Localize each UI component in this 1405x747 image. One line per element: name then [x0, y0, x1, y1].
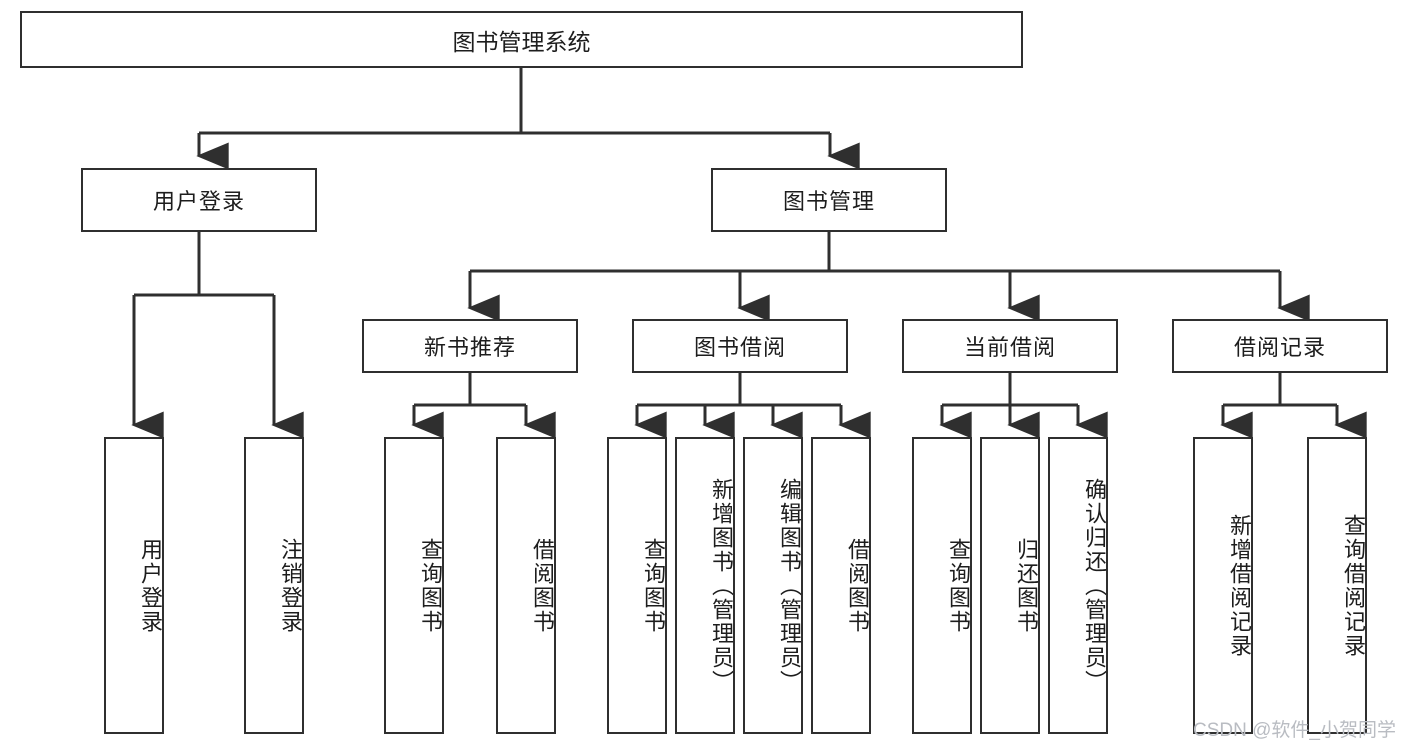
- node-user-login[interactable]: 用户登录: [81, 168, 317, 232]
- leaf-borrow-edit-book-admin[interactable]: 编辑图书（管理员）: [743, 437, 803, 734]
- node-label: 归还图书: [1014, 537, 1039, 634]
- node-label: 确认归还（管理员）: [1082, 477, 1107, 694]
- node-label: 新书推荐: [423, 335, 516, 360]
- leaf-record-query-record[interactable]: 查询借阅记录: [1307, 437, 1367, 734]
- node-label: 查询借阅记录: [1341, 513, 1366, 658]
- leaf-record-add-record[interactable]: 新增借阅记录: [1193, 437, 1253, 734]
- node-label: 查询图书: [418, 537, 443, 634]
- leaf-current-query-book[interactable]: 查询图书: [912, 437, 972, 734]
- node-borrow-record[interactable]: 借阅记录: [1172, 319, 1388, 373]
- node-label: 图书管理: [782, 189, 875, 214]
- node-label: 借阅记录: [1233, 335, 1326, 360]
- node-current-borrow[interactable]: 当前借阅: [902, 319, 1118, 373]
- leaf-current-return-book[interactable]: 归还图书: [980, 437, 1040, 734]
- csdn-watermark: CSDN @软件_小贺同学: [1193, 720, 1396, 741]
- leaf-recommend-borrow-book[interactable]: 借阅图书: [496, 437, 556, 734]
- node-label: 用户登录: [138, 537, 163, 634]
- node-book-borrow[interactable]: 图书借阅: [632, 319, 848, 373]
- node-label: 借阅图书: [845, 537, 870, 634]
- node-label: 当前借阅: [963, 335, 1056, 360]
- leaf-recommend-query-book[interactable]: 查询图书: [384, 437, 444, 734]
- leaf-current-confirm-return-admin[interactable]: 确认归还（管理员）: [1048, 437, 1108, 734]
- node-label: 注销登录: [278, 537, 303, 634]
- node-label: 查询图书: [641, 537, 666, 634]
- node-book-management[interactable]: 图书管理: [711, 168, 947, 232]
- node-label: 用户登录: [152, 189, 245, 214]
- node-label: 图书管理系统: [452, 28, 591, 55]
- leaf-borrow-borrow-book[interactable]: 借阅图书: [811, 437, 871, 734]
- node-new-book-recommend[interactable]: 新书推荐: [362, 319, 578, 373]
- leaf-borrow-query-book[interactable]: 查询图书: [607, 437, 667, 734]
- node-label: 借阅图书: [530, 537, 555, 634]
- leaf-user-login[interactable]: 用户登录: [104, 437, 164, 734]
- node-label: 编辑图书（管理员）: [777, 477, 802, 694]
- node-label: 图书借阅: [693, 335, 786, 360]
- leaf-logout[interactable]: 注销登录: [244, 437, 304, 734]
- node-label: 查询图书: [946, 537, 971, 634]
- leaf-borrow-add-book-admin[interactable]: 新增图书（管理员）: [675, 437, 735, 734]
- node-root-system[interactable]: 图书管理系统: [20, 11, 1023, 68]
- node-label: 新增图书（管理员）: [709, 477, 734, 694]
- node-label: 新增借阅记录: [1227, 513, 1252, 658]
